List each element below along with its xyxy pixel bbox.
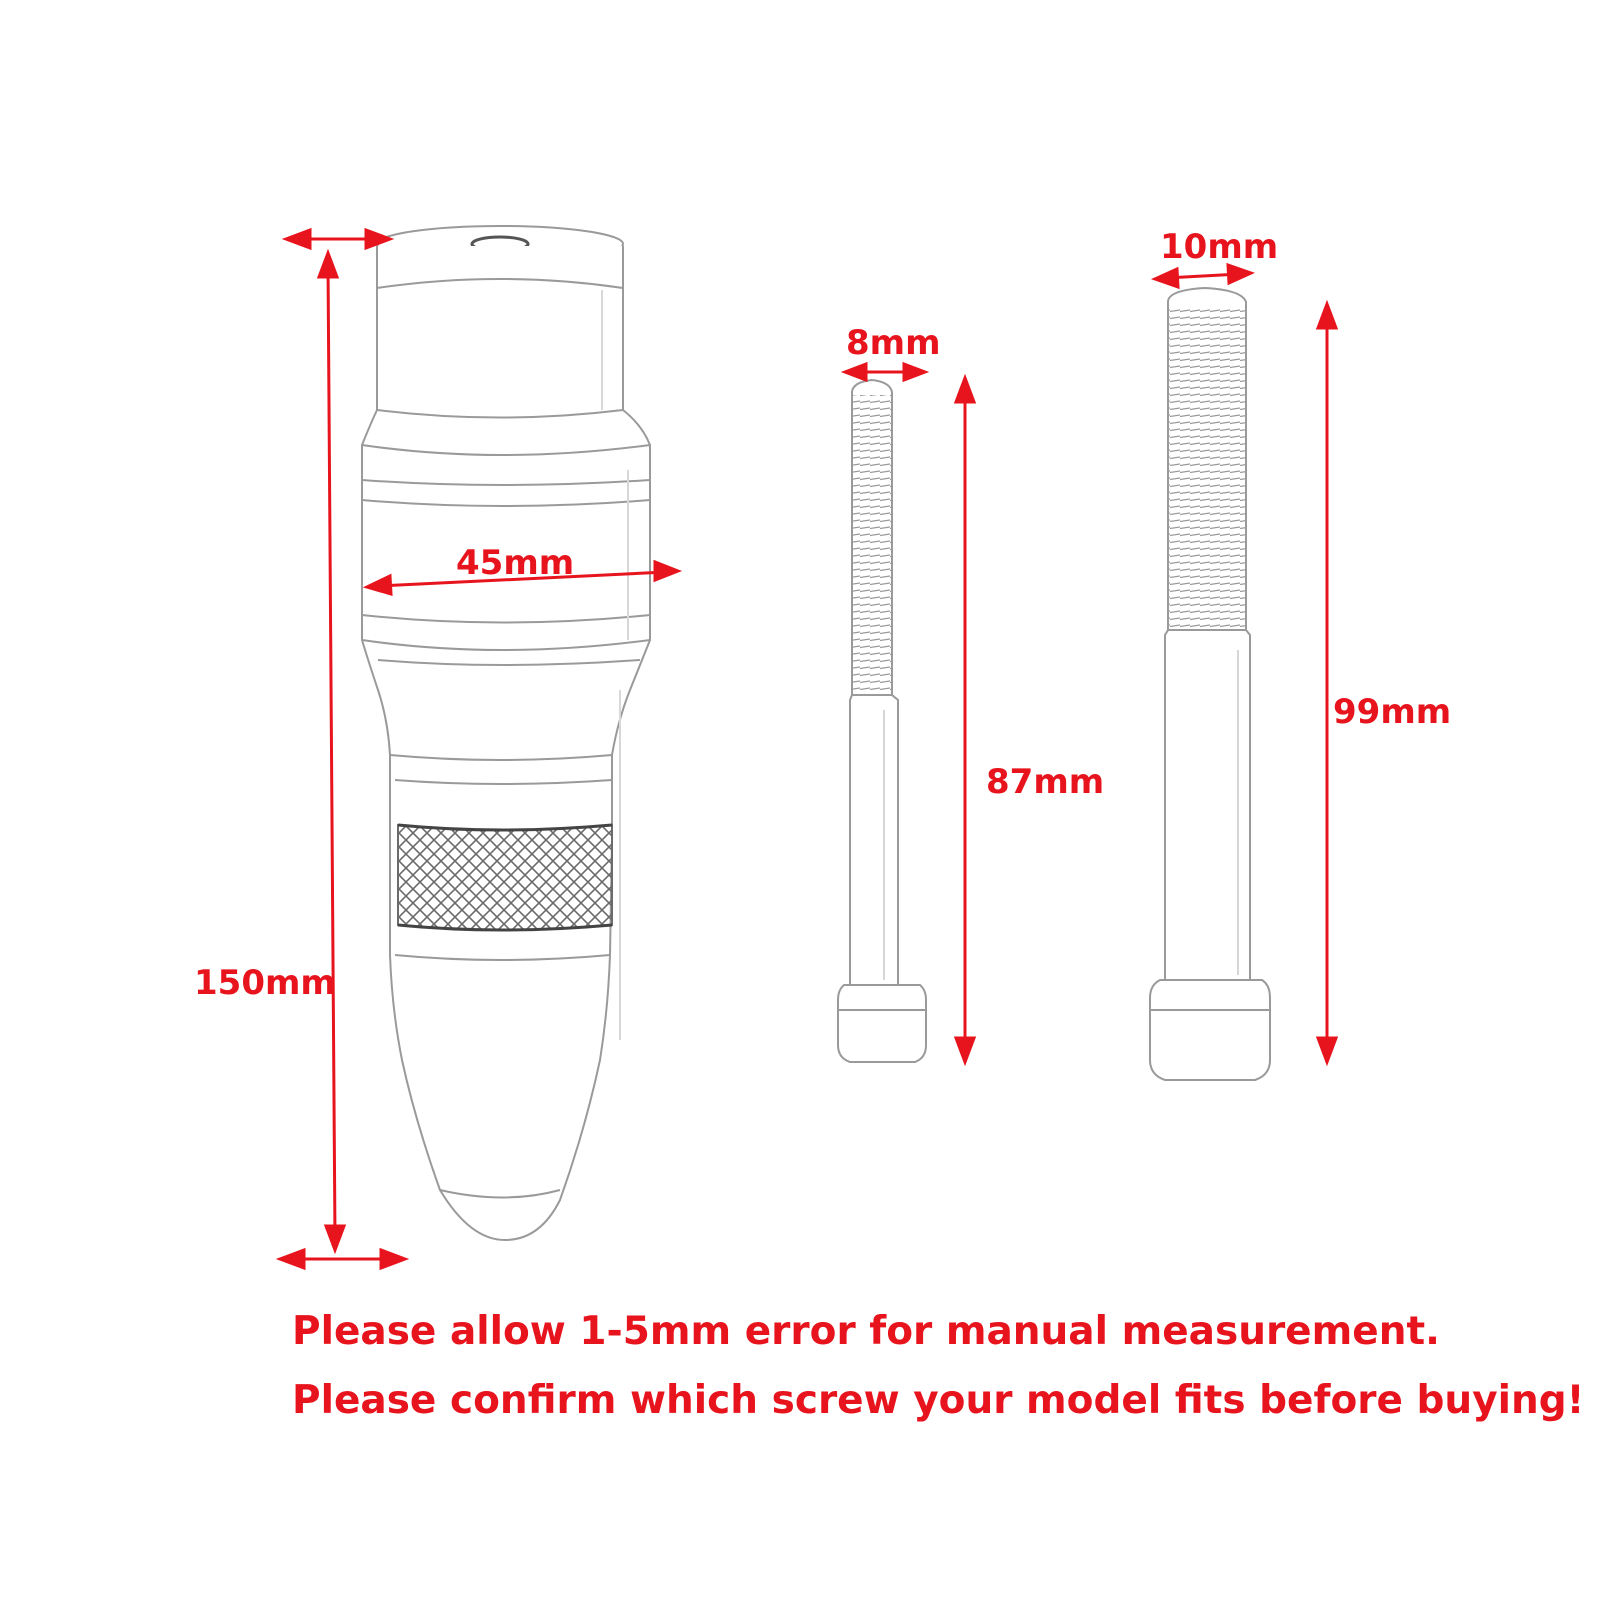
arrow-small-bolt-diameter (840, 361, 930, 383)
knurled-grip-band (397, 823, 613, 931)
arrow-slider-top-width (281, 227, 395, 251)
slider-length-label: 150mm (194, 963, 336, 1003)
slider-diameter-label: 45mm (456, 543, 575, 583)
dimension-arrows (275, 227, 1339, 1271)
large-bolt-length-label: 99mm (1333, 692, 1452, 732)
large-bolt-diameter-label: 10mm (1160, 227, 1279, 267)
bolt-large (1149, 286, 1271, 1081)
arrow-slider-diameter (362, 559, 683, 597)
note-confirm-fit: Please confirm which screw your model fi… (292, 1378, 1585, 1423)
arrow-large-bolt-length (1315, 299, 1339, 1067)
arrow-slider-bottom-width (275, 1247, 410, 1271)
arrow-large-bolt-diameter (1150, 262, 1256, 290)
small-bolt-length-label: 87mm (986, 762, 1105, 802)
arrow-small-bolt-length (953, 373, 977, 1067)
small-bolt-diameter-label: 8mm (846, 323, 941, 363)
frame-slider (361, 225, 651, 1242)
bolt-small (837, 378, 927, 1063)
arrow-slider-length (316, 248, 347, 1255)
note-measurement-error: Please allow 1-5mm error for manual meas… (292, 1309, 1440, 1354)
